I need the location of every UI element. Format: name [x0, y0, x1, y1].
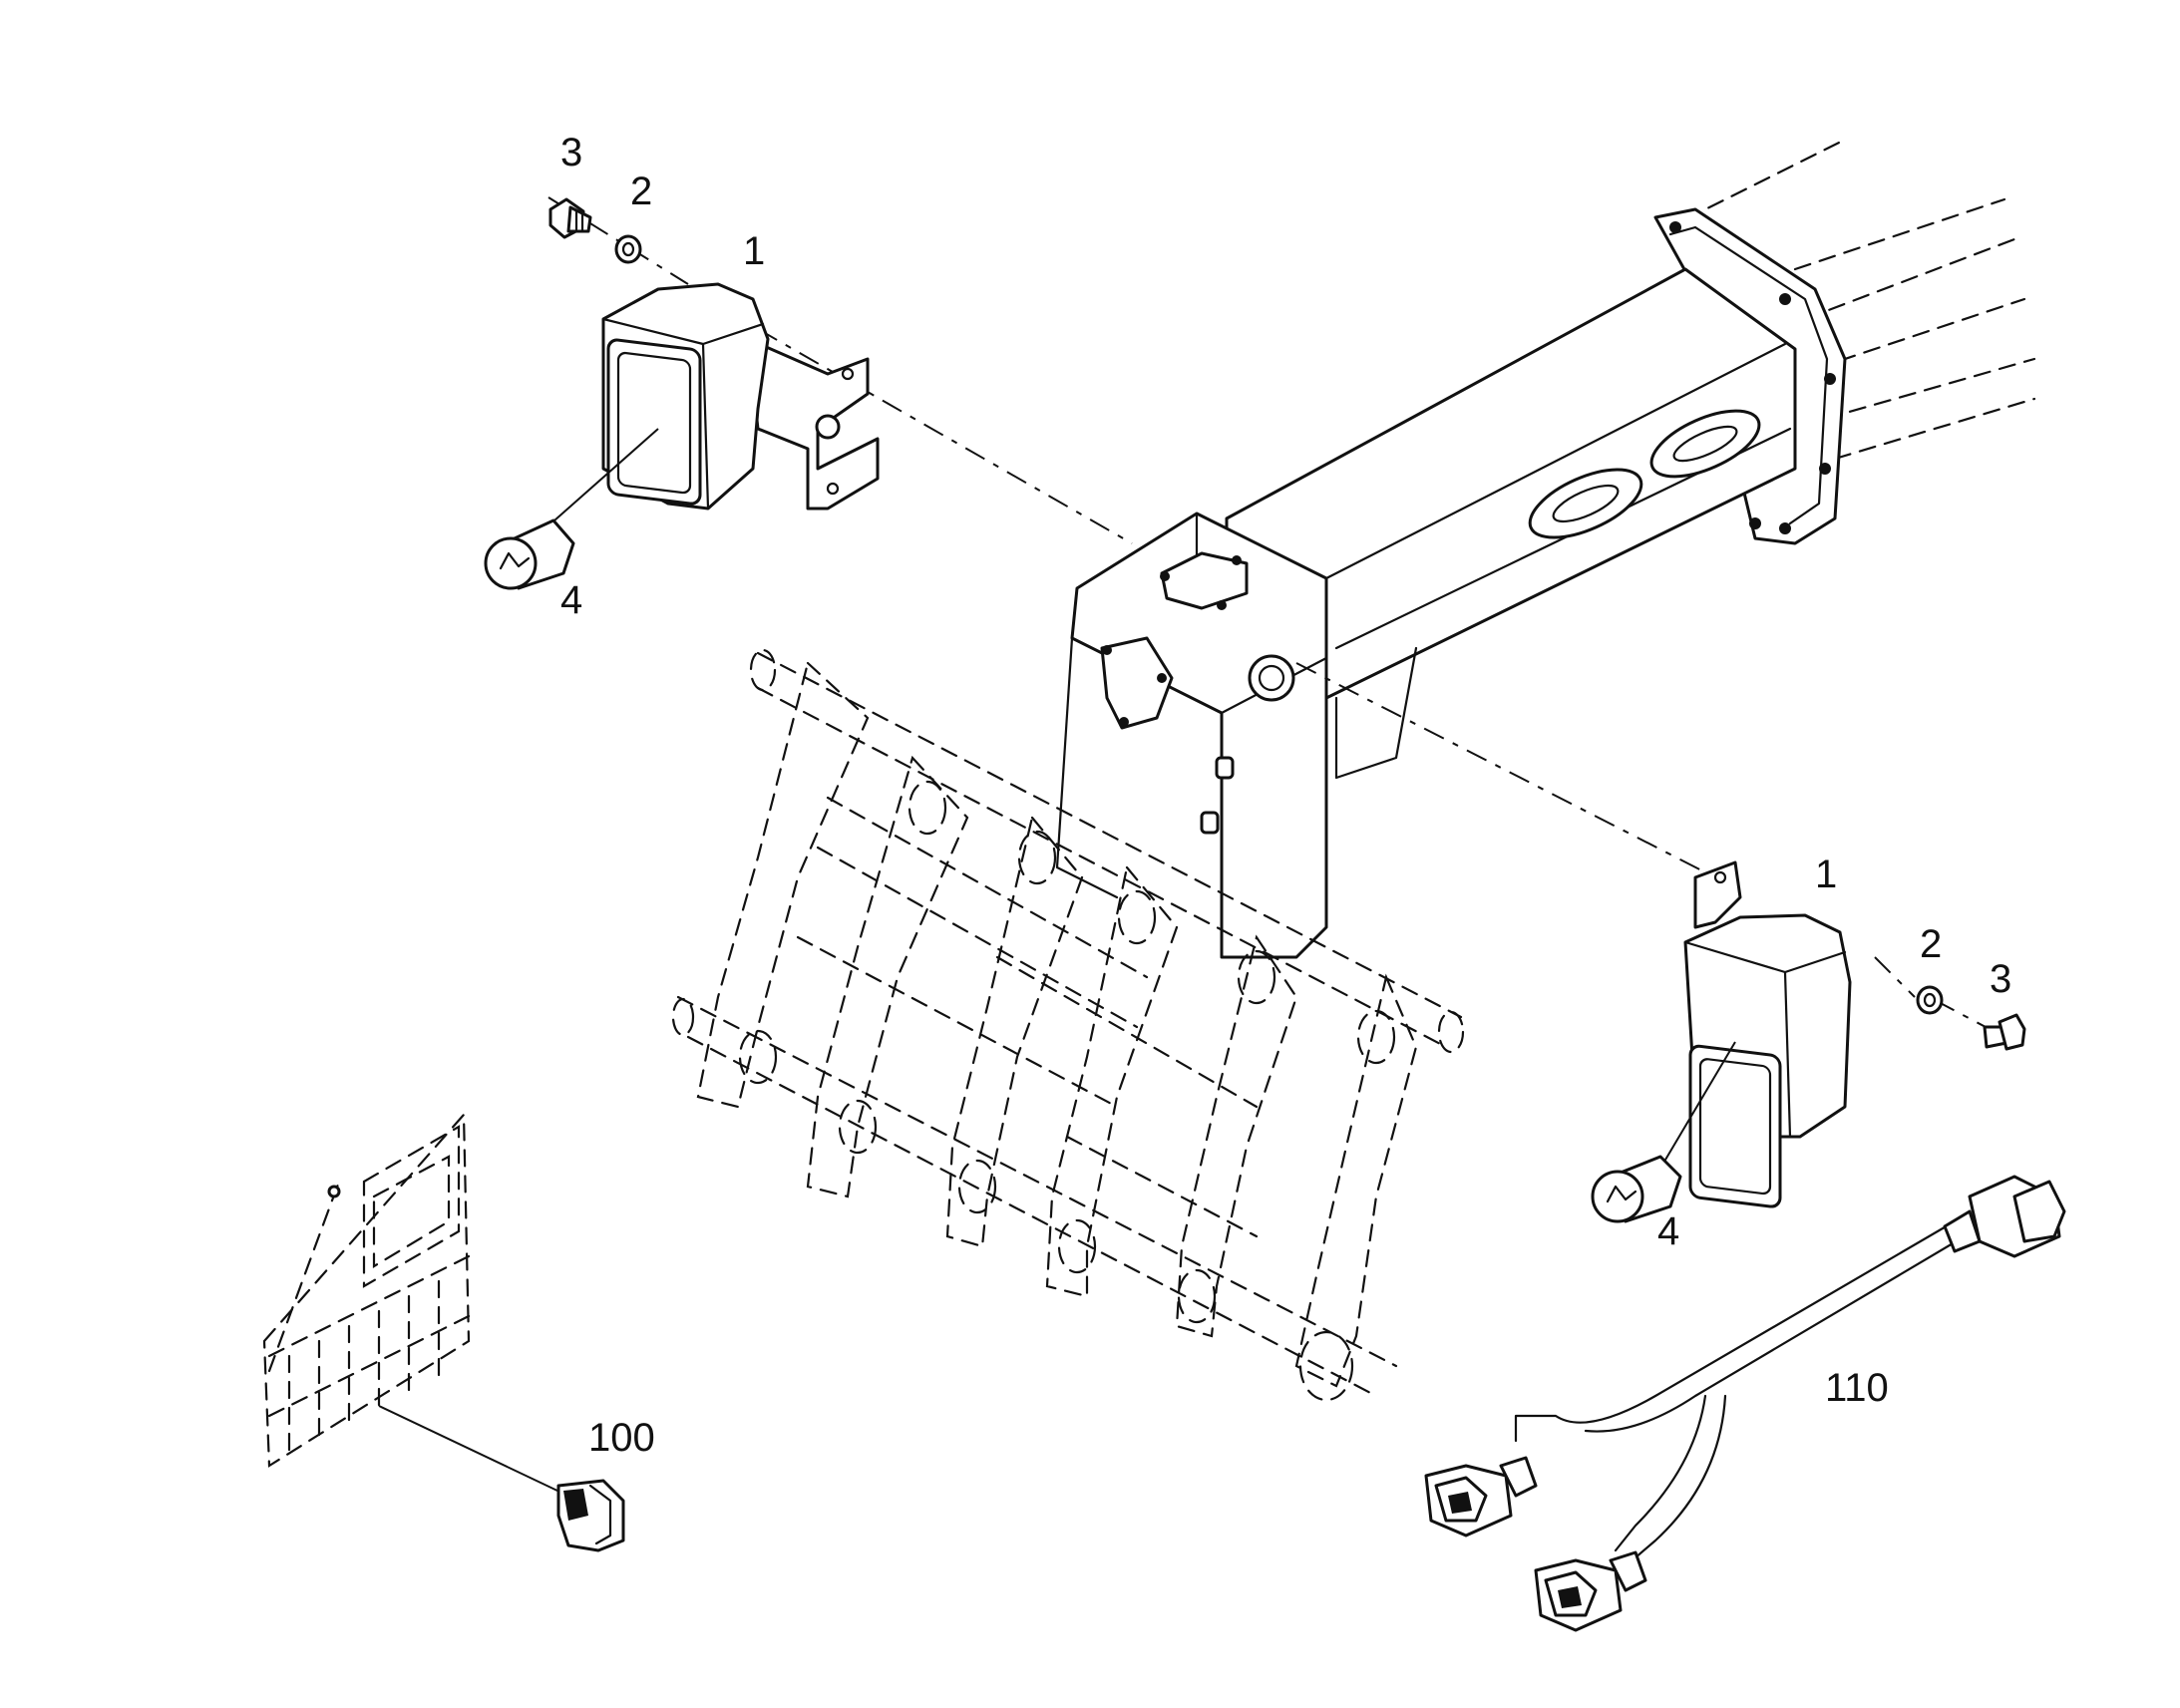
wiring-harness: [1424, 1175, 2066, 1632]
screw-right: [1983, 1013, 2026, 1051]
pivot-cradle: [671, 648, 1465, 1402]
callout-screw-left: 3: [560, 131, 582, 174]
work-lamp-left: [528, 282, 880, 544]
bulb-right: [1591, 1155, 1682, 1223]
callout-bulb-left: 4: [560, 578, 582, 622]
washer-right: [1916, 985, 1944, 1015]
callout-washer-left: 2: [630, 170, 652, 213]
callout-washer-right: 2: [1920, 922, 1942, 966]
work-lamp-right: [1654, 860, 1852, 1208]
callout-labels: 1 2 3 4 1 2 3 4 100 110: [560, 131, 2011, 1460]
screw-left: [548, 197, 592, 239]
washer-left: [614, 234, 642, 264]
callout-harness: 110: [1825, 1366, 1889, 1410]
bulb-left: [484, 518, 575, 590]
callout-lamp-right: 1: [1815, 853, 1837, 896]
switch-panel: [262, 1112, 579, 1502]
rocker-switch: [556, 1479, 625, 1552]
callout-screw-right: 3: [1990, 957, 2011, 1001]
callout-lamp-left: 1: [743, 229, 765, 273]
callout-bulb-right: 4: [1657, 1209, 1679, 1253]
boom-arm: [1055, 138, 2036, 959]
callout-switch: 100: [588, 1416, 655, 1460]
